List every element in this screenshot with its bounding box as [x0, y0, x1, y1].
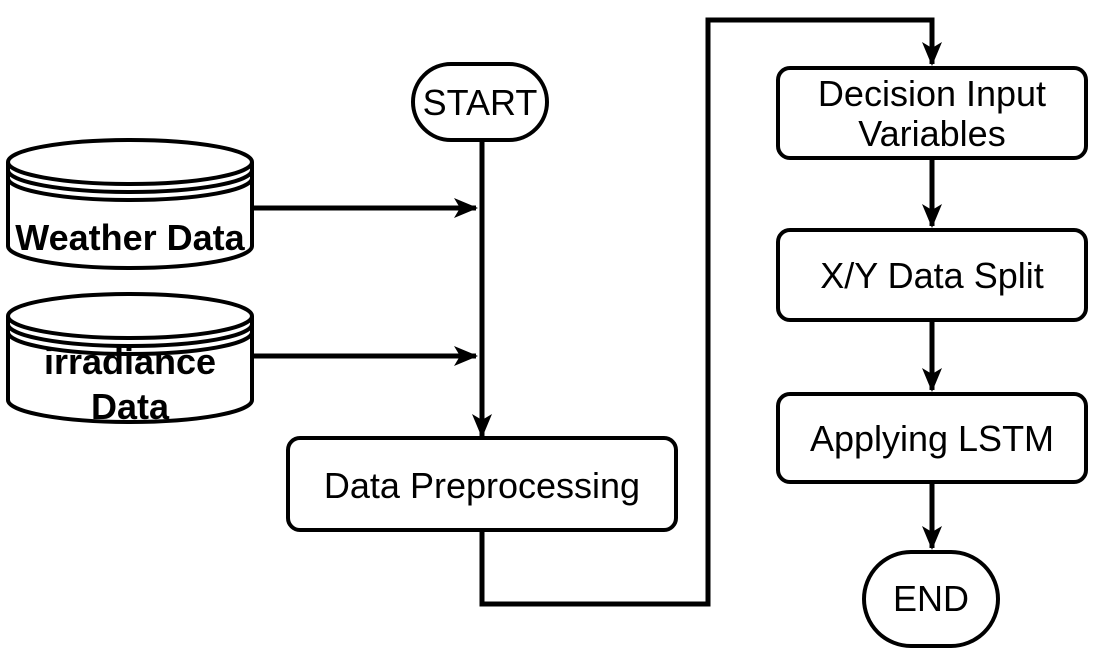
weather-data-store: Weather Data: [6, 138, 254, 270]
decision-input-variables-box: Decision Input Variables: [776, 66, 1088, 160]
connectors: [252, 17, 942, 607]
applying-lstm-label: Applying LSTM: [810, 418, 1054, 459]
data-preprocessing-label: Data Preprocessing: [324, 465, 640, 506]
start-label: START: [423, 82, 538, 123]
xy-data-split-box: X/Y Data Split: [776, 228, 1088, 322]
decision-label-line2: Variables: [858, 113, 1005, 154]
xy-data-split-label: X/Y Data Split: [820, 255, 1043, 296]
data-preprocessing-box: Data Preprocessing: [286, 436, 678, 532]
decision-label-line1: Decision Input: [818, 73, 1046, 114]
end-terminal: END: [862, 550, 1000, 648]
irradiance-label-line2: Data: [91, 386, 170, 427]
applying-lstm-box: Applying LSTM: [776, 392, 1088, 484]
start-terminal: START: [411, 62, 549, 142]
irradiance-data-store: irradiance Data: [6, 292, 254, 427]
irradiance-label-line1: irradiance: [44, 341, 216, 382]
end-label: END: [893, 578, 969, 619]
connector-preprocessing-to-decision: [479, 17, 942, 607]
weather-data-label: Weather Data: [15, 217, 245, 258]
